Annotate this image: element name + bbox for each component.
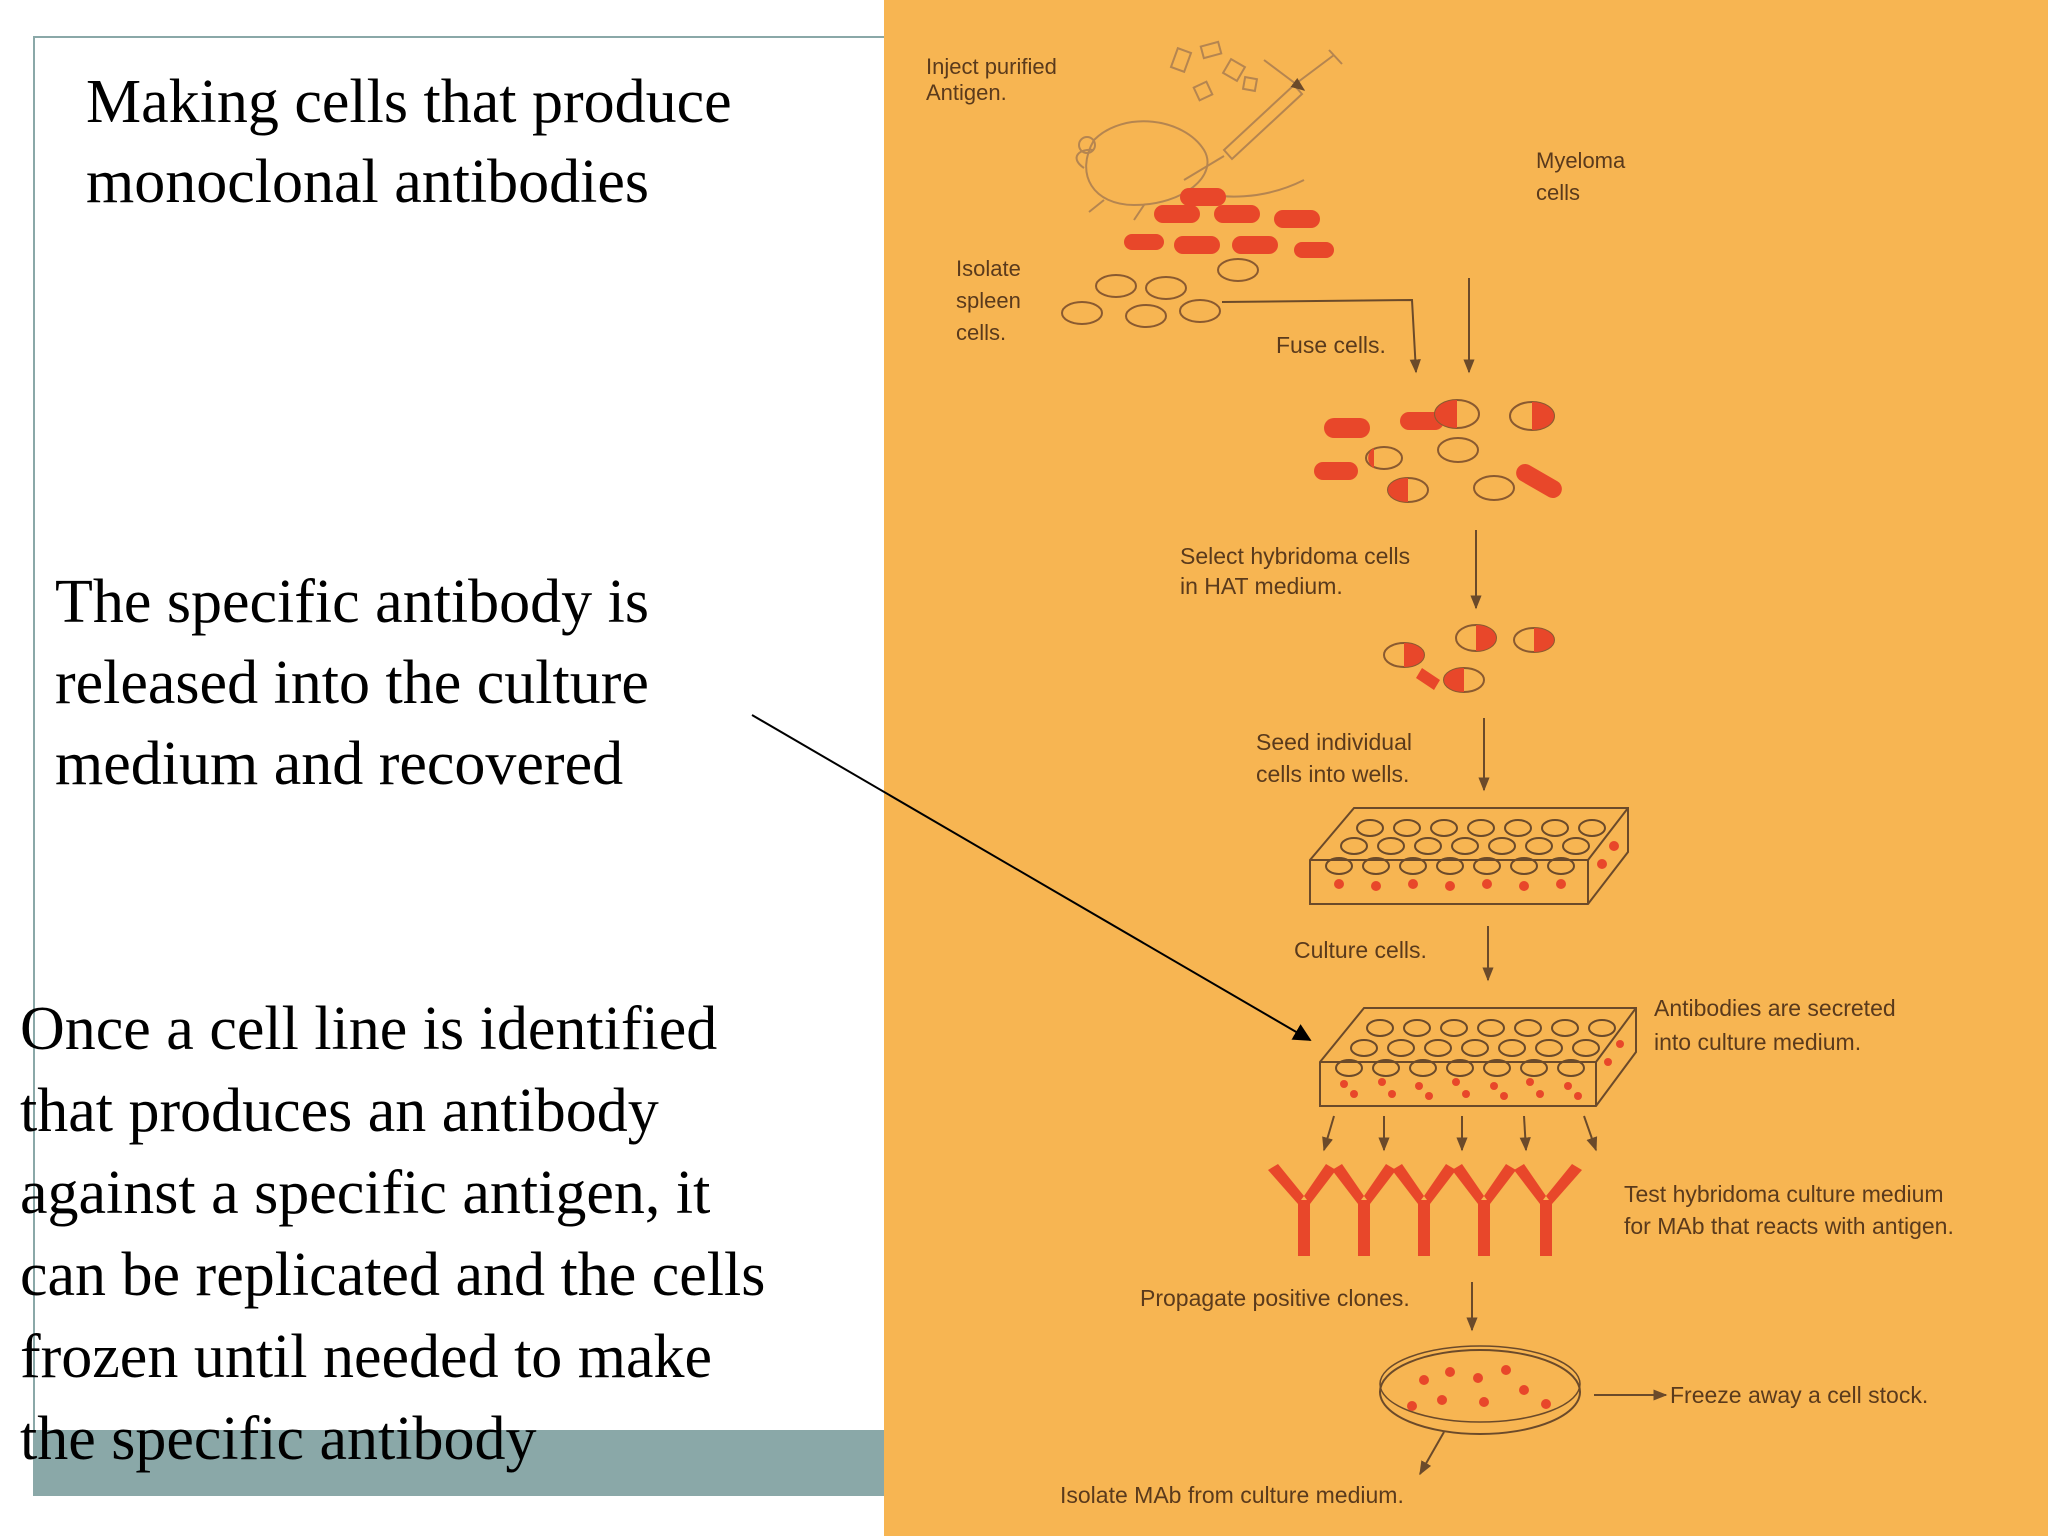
label-inject-antigen-line: Antigen. — [926, 80, 1007, 105]
label-isolate-mab-line: Isolate MAb from culture medium. — [1060, 1482, 1404, 1508]
well-plate-cultured — [1319, 1007, 1637, 1107]
petri-dish — [1379, 1345, 1581, 1435]
antibodies — [1268, 1164, 1582, 1256]
spleen-cells — [1061, 258, 1259, 328]
myeloma-cells — [1124, 188, 1334, 258]
label-secreted: Antibodies are secreted into culture medi… — [1654, 995, 1896, 1055]
label-fuse: Fuse cells. — [1276, 332, 1386, 358]
label-test: Test hybridoma culture medium for MAb tha… — [1624, 1181, 1954, 1239]
label-myeloma: Myeloma cells — [1536, 148, 1626, 205]
label-propagate-line: Propagate positive clones. — [1140, 1285, 1410, 1311]
label-select-line: Select hybridoma cells — [1180, 543, 1410, 569]
antibody-released-text: The specific antibody is released into t… — [55, 568, 649, 798]
slide-frame-top — [34, 36, 884, 38]
label-myeloma-line: Myeloma — [1536, 148, 1626, 173]
cell-line-text: Once a cell line is identified that prod… — [20, 995, 766, 1473]
figure-background — [884, 0, 2048, 1536]
label-inject-antigen-line: Inject purified — [926, 54, 1057, 79]
label-isolate-spleen-line: spleen — [956, 288, 1021, 313]
hybridoma-cells — [1383, 624, 1555, 693]
spleen-to-fuse-arrow — [1221, 298, 1421, 374]
label-isolate-spleen: Isolate spleen cells. — [956, 256, 1021, 345]
label-isolate-mab: Isolate MAb from culture medium. — [1060, 1482, 1404, 1508]
label-myeloma-line: cells — [1536, 180, 1580, 205]
label-culture-line: Culture cells. — [1294, 937, 1427, 963]
antibody-release-arrows — [1322, 1115, 1598, 1152]
isolate-mab-arrow — [1419, 1431, 1445, 1476]
label-culture: Culture cells. — [1294, 937, 1427, 963]
label-select: Select hybridoma cells in HAT medium. — [1180, 543, 1410, 599]
inject-arrow — [1263, 59, 1306, 91]
fused-cells — [1314, 399, 1562, 503]
antigen-fragments — [1169, 40, 1259, 102]
label-secreted-line: Antibodies are secreted — [1654, 995, 1896, 1021]
label-test-line: Test hybridoma culture medium — [1624, 1181, 1944, 1207]
syringe-illustration — [1183, 49, 1343, 181]
slide-frame-left — [33, 36, 35, 1496]
label-isolate-spleen-line: Isolate — [956, 256, 1021, 281]
label-select-line: in HAT medium. — [1180, 573, 1343, 599]
slide-title: Making cells that produce monoclonal ant… — [86, 68, 732, 216]
slide-bottom-band — [34, 1430, 884, 1496]
label-seed-line: Seed individual — [1256, 729, 1412, 755]
label-secreted-line: into culture medium. — [1654, 1029, 1861, 1055]
label-fuse-line: Fuse cells. — [1276, 332, 1386, 358]
label-freeze: Freeze away a cell stock. — [1670, 1382, 1928, 1408]
label-isolate-spleen-line: cells. — [956, 320, 1006, 345]
label-propagate: Propagate positive clones. — [1140, 1285, 1410, 1311]
label-freeze-line: Freeze away a cell stock. — [1670, 1382, 1928, 1408]
label-seed-line: cells into wells. — [1256, 761, 1409, 787]
label-test-line: for MAb that reacts with antigen. — [1624, 1213, 1954, 1239]
